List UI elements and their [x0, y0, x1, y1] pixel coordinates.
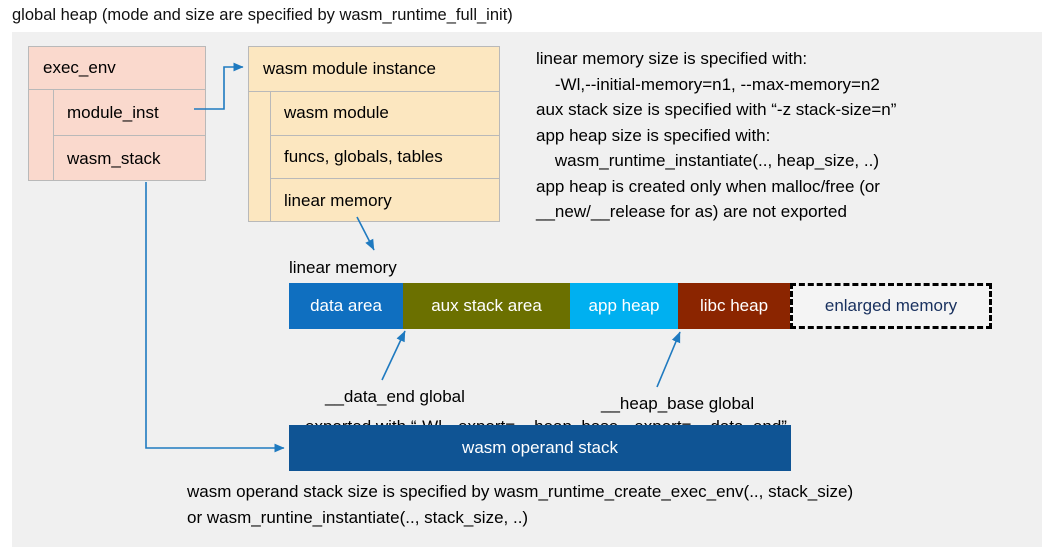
wasm-module-instance-box: wasm module instance wasm module funcs, …	[248, 46, 500, 222]
linear-memory-segment-data-area: data area	[289, 283, 403, 329]
module-instance-field-linear-memory: linear memory	[271, 178, 499, 222]
exec-env-rows: module_inst wasm_stack	[54, 90, 205, 181]
wasm-operand-stack-bar: wasm operand stack	[289, 425, 791, 471]
exec-env-box: exec_env module_inst wasm_stack	[28, 46, 206, 181]
exec-env-header: exec_env	[29, 47, 205, 90]
linear-memory-segment-enlarged-memory: enlarged memory	[790, 283, 992, 329]
exec-env-gutter	[29, 90, 54, 181]
annotation-data-end: __data_end global	[325, 387, 465, 406]
diagram-canvas: exec_env module_inst wasm_stack wasm mod…	[12, 32, 1042, 547]
linear-memory-segment-aux-stack-area: aux stack area	[403, 283, 570, 329]
module-instance-header: wasm module instance	[249, 47, 499, 92]
module-instance-field-wasm-module: wasm module	[284, 103, 389, 123]
linear-memory-notes: linear memory size is specified with: -W…	[536, 49, 897, 221]
linear-memory-segment-libc-heap: libc heap	[678, 283, 790, 329]
module-instance-body: wasm module funcs, globals, tables linea…	[249, 92, 499, 222]
module-instance-gutter	[249, 92, 271, 222]
exec-env-field-module-inst: module_inst	[67, 102, 159, 122]
page-title: global heap (mode and size are specified…	[12, 6, 513, 24]
operand-stack-note: wasm operand stack size is specified by …	[187, 482, 854, 527]
module-instance-field-funcs-globals-tables: funcs, globals, tables	[271, 134, 499, 179]
exec-env-field-wasm-stack: wasm_stack	[54, 135, 205, 181]
annotation-heap-base: __heap_base global	[601, 394, 755, 413]
exec-env-body: module_inst wasm_stack	[29, 90, 205, 181]
linear-memory-segment-app-heap: app heap	[570, 283, 678, 329]
module-instance-rows: wasm module funcs, globals, tables linea…	[271, 92, 499, 222]
linear-memory-strip-label: linear memory	[289, 258, 397, 277]
